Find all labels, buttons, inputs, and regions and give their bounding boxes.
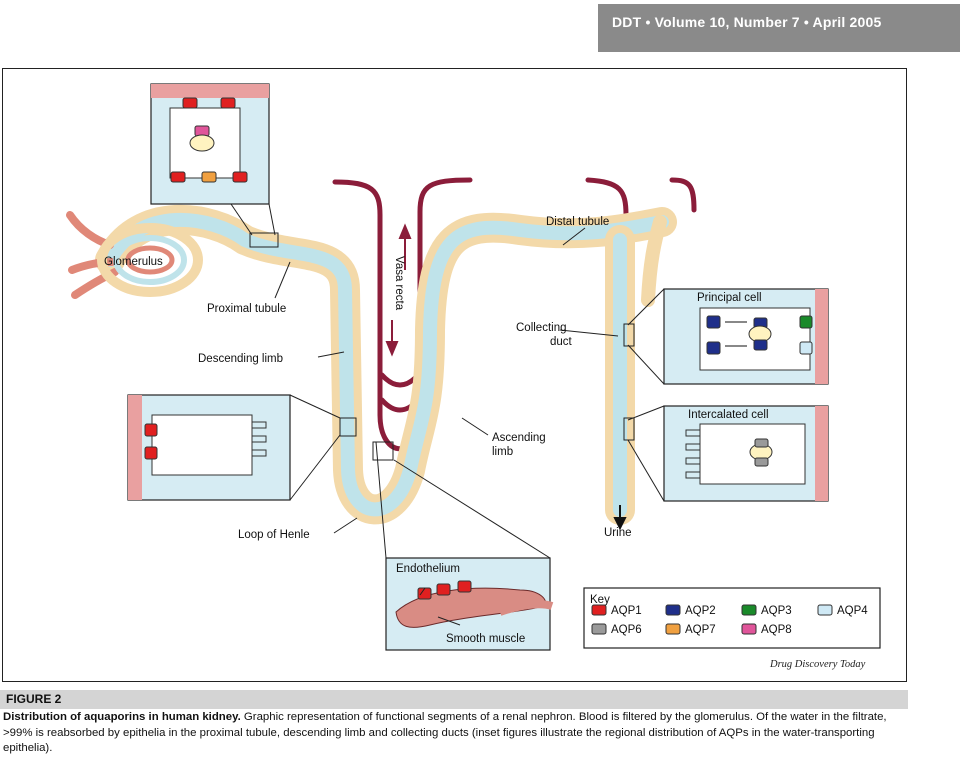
caption-title: Distribution of aquaporins in human kidn… (3, 711, 241, 723)
label-urine: Urine (604, 527, 631, 539)
caption-body: Graphic representation of functional seg… (3, 711, 887, 754)
figure-credit: Drug Discovery Today (770, 659, 866, 670)
key-label-aqp3: AQP3 (761, 605, 792, 617)
key-swatch-aqp8 (741, 623, 757, 635)
caption-bar (0, 690, 908, 709)
glomerulus-illustration (66, 211, 203, 299)
label-intercalated-cell: Intercalated cell (688, 409, 769, 421)
label-glomerulus: Glomerulus (104, 256, 163, 268)
key-label-aqp2: AQP2 (685, 605, 716, 617)
key-label-aqp6: AQP6 (611, 624, 642, 636)
aqp-key-box (583, 587, 881, 649)
label-smooth-muscle: Smooth muscle (446, 633, 525, 645)
label-collecting-duct-line2: duct (550, 336, 573, 348)
inset-principal-cell (623, 288, 829, 385)
label-principal-cell: Principal cell (697, 292, 762, 304)
journal-header-band (598, 4, 960, 52)
label-vasa-recta: Vasa recta (393, 256, 405, 311)
key-title: Key (590, 594, 610, 606)
key-swatch-aqp6 (591, 623, 607, 635)
journal-header-text: DDT • Volume 10, Number 7 • April 2005 (612, 14, 882, 30)
label-ascending-limb-line2: limb (492, 446, 513, 458)
key-swatch-aqp2 (665, 604, 681, 616)
label-endothelium: Endothelium (396, 563, 460, 575)
flow-arrows (385, 223, 627, 531)
key-label-aqp7: AQP7 (685, 624, 716, 636)
key-swatch-aqp7 (665, 623, 681, 635)
label-descending-limb: Descending limb (198, 353, 283, 365)
label-proximal-tubule: Proximal tubule (207, 303, 286, 315)
label-loop-of-henle: Loop of Henle (238, 529, 310, 541)
label-pointers (274, 227, 619, 626)
label-ascending-limb-line1: Ascending (492, 432, 546, 444)
key-swatch-aqp3 (741, 604, 757, 616)
key-label-aqp4: AQP4 (837, 605, 868, 617)
inset-vasa-recta-wall (372, 441, 554, 651)
key-label-aqp1: AQP1 (611, 605, 642, 617)
label-distal-tubule: Distal tubule (546, 216, 609, 228)
inset-proximal-tubule (150, 83, 279, 248)
label-collecting-duct-line1: Collecting (516, 322, 567, 334)
inset-intercalated-cell (623, 405, 829, 502)
figure-label: FIGURE 2 (6, 692, 62, 706)
inset-descending-limb (127, 394, 357, 501)
key-swatch-aqp4 (817, 604, 833, 616)
key-label-aqp8: AQP8 (761, 624, 792, 636)
key-swatch-aqp1 (591, 604, 607, 616)
figure-caption: Distribution of aquaporins in human kidn… (3, 710, 903, 757)
